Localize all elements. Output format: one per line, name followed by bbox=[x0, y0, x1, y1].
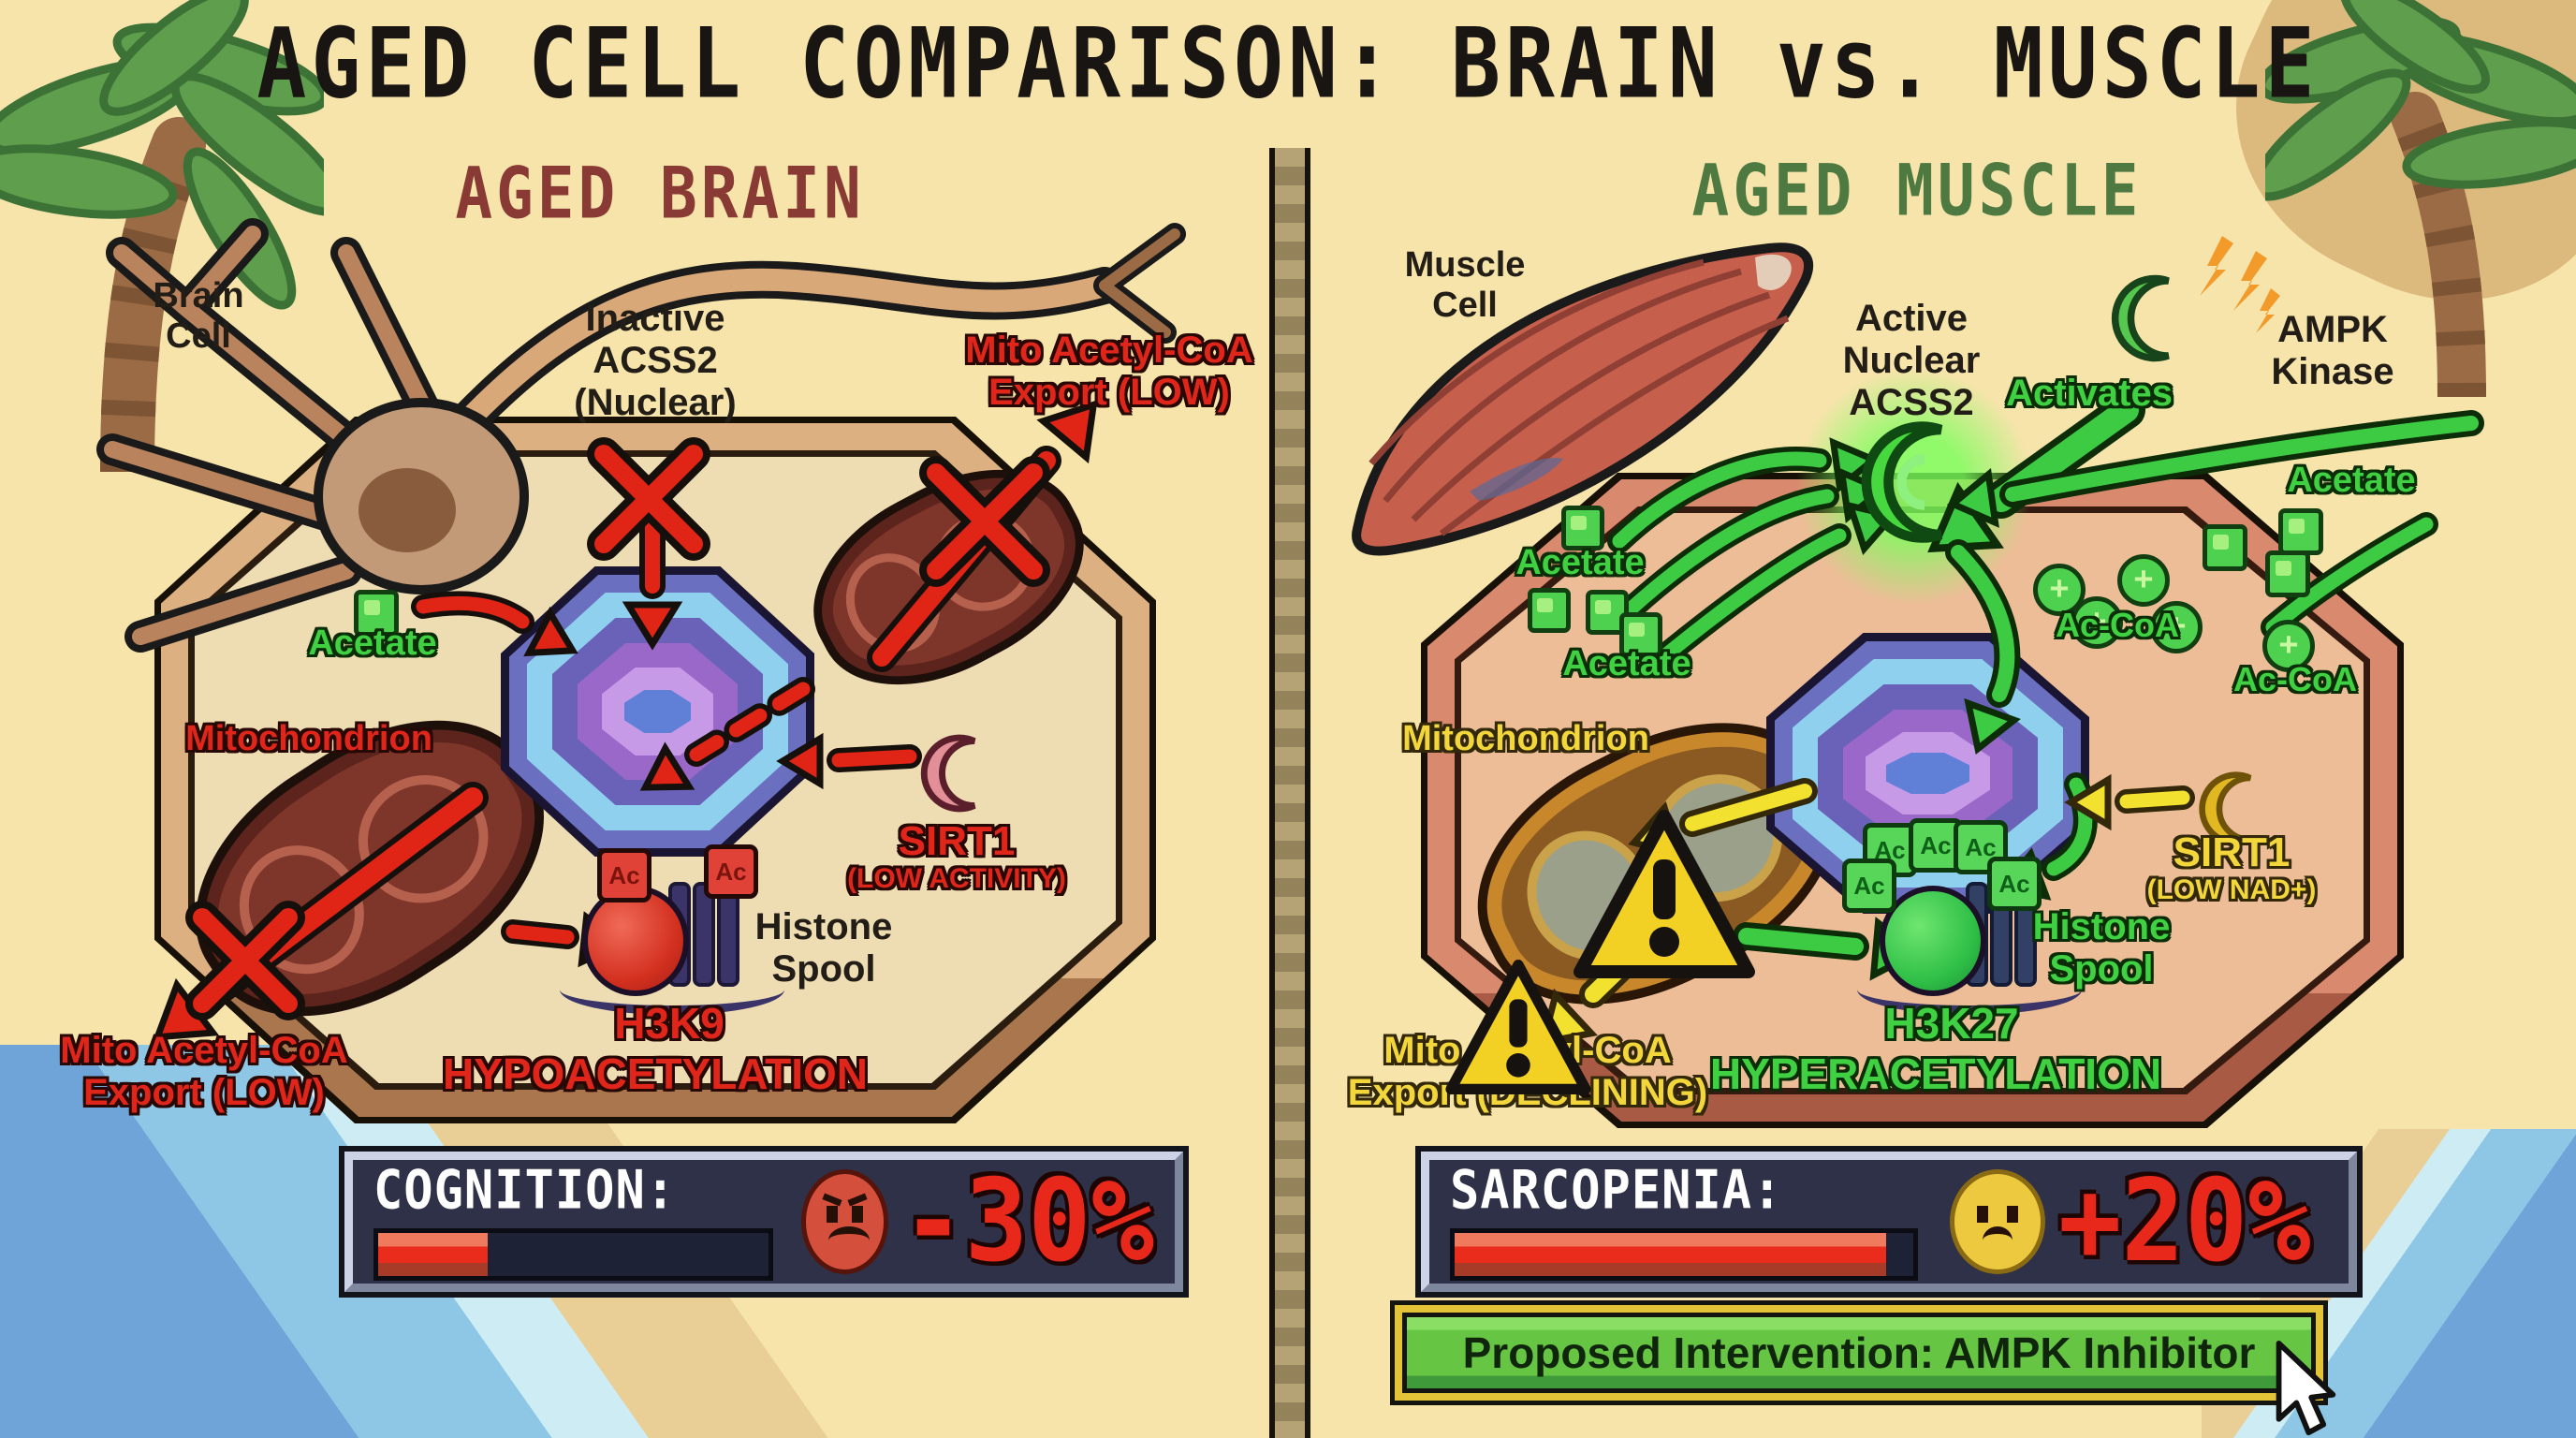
sirt1-enzyme-icon bbox=[2199, 771, 2252, 846]
acetate-molecule-icon bbox=[2278, 508, 2323, 555]
sirt1-enzyme-icon bbox=[920, 734, 976, 813]
inactive-acss2-label: Inactive ACSS2 (Nuclear) bbox=[574, 298, 737, 423]
muscle-fiber-icon bbox=[1352, 242, 1814, 556]
acetate-label: Acetate bbox=[308, 624, 437, 663]
accoa-molecule-icon: + bbox=[2071, 596, 2123, 649]
histone-spool-label: Histone Spool bbox=[754, 906, 893, 990]
sarcopenia-progress-fill bbox=[1455, 1233, 1886, 1276]
sirt1-sub-label: (LOW ACTIVITY) bbox=[847, 863, 1066, 894]
sirt1-label: SIRT1 bbox=[2173, 829, 2291, 875]
h3k9-label: H3K9 bbox=[614, 999, 724, 1048]
cursor-icon bbox=[2276, 1341, 2336, 1436]
cognition-status-panel: COGNITION: -30% bbox=[344, 1152, 1183, 1292]
ac-tag: Ac bbox=[597, 848, 651, 902]
sirt1-label: SIRT1 bbox=[898, 818, 1016, 864]
sarcopenia-value: +20% bbox=[2058, 1155, 2311, 1288]
histone-spool-label: Histone Spool bbox=[2032, 906, 2171, 990]
acetate-label: Acetate bbox=[1562, 644, 1691, 683]
palm-tree-right-icon bbox=[2265, 0, 2576, 397]
ac-tag: Ac bbox=[1987, 857, 2042, 911]
acetate-molecule-icon bbox=[1561, 506, 1604, 550]
accoa-label: Ac-CoA bbox=[2056, 606, 2179, 644]
sirt1-sub-label: (LOW NAD+) bbox=[2146, 874, 2317, 905]
histone-spool-icon bbox=[560, 878, 784, 1015]
ampk-kinase-label: AMPK Kinase bbox=[2271, 309, 2394, 392]
mitochondrion-label: Mitochondrion bbox=[185, 719, 432, 758]
warning-triangle-icon bbox=[1573, 810, 1755, 978]
sad-face-icon bbox=[800, 1169, 889, 1274]
h3k27-label: H3K27 bbox=[1884, 999, 2019, 1048]
acetate-molecule-icon bbox=[2265, 550, 2310, 597]
ampk-kinase-icon bbox=[2111, 274, 2170, 362]
ac-tag: Ac bbox=[1954, 820, 2008, 874]
worried-face-icon bbox=[1950, 1169, 2045, 1274]
accoa-molecule-icon: + bbox=[2117, 554, 2170, 607]
acetate-label: Acetate bbox=[1515, 543, 1645, 582]
acetate-right-label: Acetate bbox=[2287, 461, 2416, 500]
neuron-icon bbox=[96, 218, 1186, 653]
active-acss2-label: Active Nuclear ACSS2 bbox=[1842, 298, 1981, 423]
mitochondrion-label: Mitochondrion bbox=[1402, 719, 1649, 758]
brain-cell-label: Brain Cell bbox=[153, 276, 244, 356]
sarcopenia-status-panel: SARCOPENIA: +20% bbox=[1421, 1152, 2357, 1292]
page-title: AGED CELL COMPARISON: BRAIN vs. MUSCLE bbox=[256, 6, 2320, 121]
acss2-enzyme-icon bbox=[1861, 421, 1943, 543]
left-panel-heading: AGED BRAIN bbox=[455, 152, 865, 235]
right-panel-heading: AGED MUSCLE bbox=[1691, 149, 2143, 232]
cognition-label: COGNITION: bbox=[373, 1160, 677, 1222]
accoa-right-label: Ac-CoA bbox=[2233, 660, 2357, 698]
accoa-molecule-icon: + bbox=[2150, 601, 2203, 653]
sarcopenia-progress-track bbox=[1450, 1228, 1918, 1281]
mito-export-low-bottom-label: Mito Acetyl-CoA Export (LOW) bbox=[60, 1030, 348, 1113]
acetate-molecule-icon bbox=[354, 590, 399, 637]
cognition-value: -30% bbox=[901, 1155, 1154, 1288]
hyperacetylation-label: HYPERACETYLATION bbox=[1709, 1049, 2162, 1098]
proposed-intervention-label: Proposed Intervention: AMPK Inhibitor bbox=[1462, 1328, 2256, 1377]
ac-tag: Ac bbox=[704, 844, 758, 899]
lightning-icon bbox=[2200, 236, 2280, 333]
warning-triangle-icon bbox=[1445, 960, 1591, 1094]
cognition-progress-track bbox=[373, 1228, 773, 1281]
activates-label: Activates bbox=[2006, 373, 2173, 414]
divider-rope bbox=[1269, 148, 1310, 1438]
ac-tag: Ac bbox=[1842, 858, 1896, 913]
accoa-molecule-icon: + bbox=[2262, 620, 2315, 672]
acetate-molecule-icon bbox=[1528, 588, 1571, 633]
acetate-molecule-icon bbox=[1619, 612, 1662, 657]
muscle-cell-label: Muscle Cell bbox=[1404, 245, 1526, 325]
histone-spool-icon bbox=[1857, 878, 2082, 1015]
proposed-intervention-button[interactable]: Proposed Intervention: AMPK Inhibitor bbox=[1407, 1317, 2311, 1388]
acetate-molecule-icon bbox=[2203, 524, 2247, 571]
mito-export-low-top-label: Mito Acetyl-CoA Export (LOW) bbox=[965, 330, 1253, 413]
sarcopenia-label: SARCOPENIA: bbox=[1450, 1160, 1783, 1222]
cognition-progress-fill bbox=[378, 1233, 488, 1276]
hypoacetylation-label: HYPOACETYLATION bbox=[442, 1049, 869, 1098]
